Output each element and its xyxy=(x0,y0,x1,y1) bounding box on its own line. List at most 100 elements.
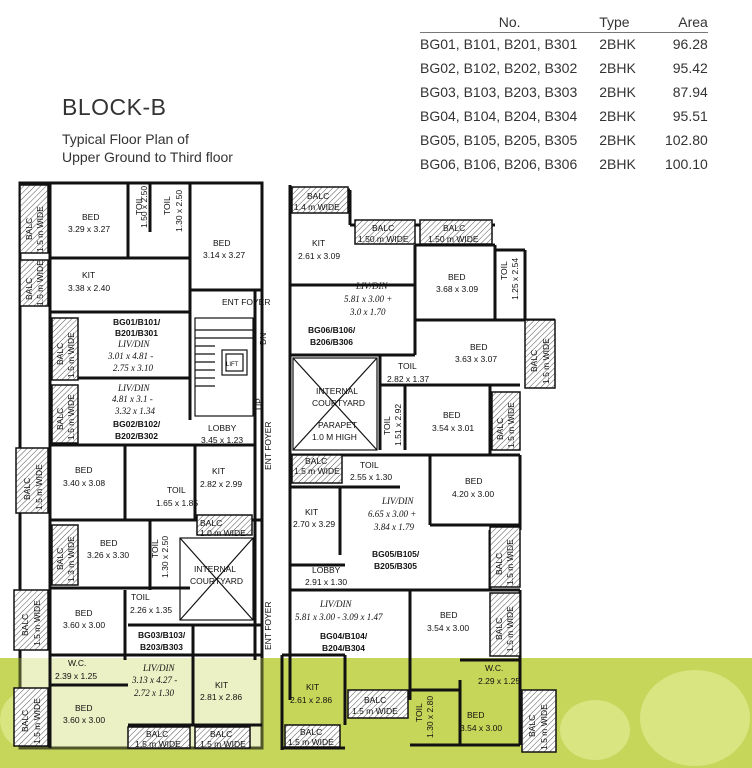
balcony-width: 1.5 m WIDE xyxy=(200,739,246,749)
balcony-label: BALC xyxy=(364,695,386,705)
room-name: KIT xyxy=(215,680,228,690)
balcony-width: 1.50 m WIDE xyxy=(428,234,479,244)
room-dimension: 2.70 x 3.29 xyxy=(293,519,335,529)
balcony-width: 1.5 m WIDE xyxy=(541,338,551,384)
room-dimension: 1.30 x 2.50 xyxy=(174,190,184,232)
courtyard-label: INTERNAL xyxy=(194,564,236,574)
room-dimension: 2.91 x 1.30 xyxy=(305,577,347,587)
unit-type: 2BHK xyxy=(599,84,636,100)
room-name: TOIL xyxy=(414,703,424,722)
balcony-width: 1.0 m WIDE xyxy=(200,528,246,538)
room-dimension: 2.72 x 1.30 xyxy=(134,688,174,698)
balcony-label: BALC xyxy=(494,553,504,575)
room-name: BED xyxy=(75,703,92,713)
room-name: LIV/DIN xyxy=(355,281,388,291)
left-internal-courtyard xyxy=(179,537,254,621)
room-name: KIT xyxy=(305,507,318,517)
column-header-area: Area xyxy=(647,14,708,33)
room-dimension: 2.55 x 1.30 xyxy=(350,472,392,482)
left-balconies xyxy=(13,184,253,749)
courtyard-label: INTERNAL xyxy=(316,386,358,396)
stair-down-label: DN xyxy=(258,333,268,345)
unit-type: 2BHK xyxy=(599,108,636,124)
room-name: KIT xyxy=(82,270,95,280)
room-name: BED xyxy=(100,538,117,548)
room-dimension: 5.81 x 3.00 + xyxy=(344,294,392,304)
room-name: BED xyxy=(465,476,482,486)
block-title: BLOCK-B xyxy=(62,94,167,120)
stair-up-label: UP xyxy=(254,398,264,410)
room-dimension: 3.40 x 3.08 xyxy=(63,478,105,488)
unit-type: 2BHK xyxy=(599,36,636,52)
room-dimension: 3.14 x 3.27 xyxy=(203,250,245,260)
balcony-label: BALC xyxy=(494,618,504,640)
unit-type: 2BHK xyxy=(599,60,636,76)
room-dimension: 3.84 x 1.79 xyxy=(373,522,414,532)
unit-area: 95.51 xyxy=(672,108,708,124)
balcony-width: 1.5 m WIDE xyxy=(505,539,515,585)
balcony-label: BALC xyxy=(24,218,34,240)
room-dimension: 3.38 x 2.40 xyxy=(68,283,110,293)
unit-label: B204/B304 xyxy=(322,643,365,653)
room-dimension: 3.54 x 3.00 xyxy=(427,623,469,633)
subtitle-line-2: Upper Ground to Third floor xyxy=(62,149,233,165)
balcony-width: 1.5 m WIDE xyxy=(539,704,549,750)
unit-label: BG06/B106/ xyxy=(308,325,356,335)
balcony-width: 1.5 m WIDE xyxy=(294,466,340,476)
room-name: LOBBY xyxy=(312,565,341,575)
balcony-width: 1.5 m WIDE xyxy=(32,600,42,646)
room-name: BED xyxy=(213,238,230,248)
room-name: TOIL xyxy=(360,460,379,470)
lift-label: LIFT xyxy=(226,362,239,368)
unit-numbers: BG03, B103, B203, B303 xyxy=(420,84,578,100)
balcony-width: 1.3 m WIDE xyxy=(66,536,76,582)
flower-decoration xyxy=(640,670,750,766)
balcony-width: 1.50 m WIDE xyxy=(358,234,409,244)
room-name: BED xyxy=(75,608,92,618)
room-dimension: 1.25 x 2.54 xyxy=(510,258,520,300)
column-header-type: Type xyxy=(599,14,648,33)
unit-numbers: BG05, B105, B205, B305 xyxy=(420,132,578,148)
room-dimension: 3.32 x 1.34 xyxy=(114,406,155,416)
balcony-label: BALC xyxy=(55,548,65,570)
room-name: LIV/DIN xyxy=(142,663,175,673)
room-dimension: 3.63 x 3.07 xyxy=(455,354,497,364)
balcony-label: BALC xyxy=(527,715,537,737)
room-dimension: 5.81 x 3.00 - 3.09 x 1.47 xyxy=(295,612,383,622)
room-name: BED xyxy=(448,272,465,282)
room-dimension: 3.29 x 3.27 xyxy=(68,224,110,234)
room-name: KIT xyxy=(312,238,325,248)
room-name: ENT FOYER xyxy=(222,297,271,307)
room-dimension: 3.60 x 3.00 xyxy=(63,620,105,630)
room-name: LIV/DIN xyxy=(319,599,352,609)
balcony-width: 1.4 m WIDE xyxy=(294,202,340,212)
balcony-label: BALC xyxy=(24,278,34,300)
unit-numbers: BG02, B102, B202, B302 xyxy=(420,60,578,76)
unit-label: B202/B302 xyxy=(115,431,158,441)
room-name: TOIL xyxy=(150,539,160,558)
unit-label: B206/B306 xyxy=(310,337,353,347)
room-name: TOIL xyxy=(162,196,172,215)
unit-label: B201/B301 xyxy=(115,328,158,338)
room-name: BED xyxy=(82,212,99,222)
balcony-label: BALC xyxy=(20,710,30,732)
room-dimension: 2.26 x 1.35 xyxy=(130,605,172,615)
unit-label: BG04/B104/ xyxy=(320,631,368,641)
balcony-width: 1.5 m WIDE xyxy=(34,464,44,510)
column-header-no: No. xyxy=(420,14,600,33)
balcony-label: BALC xyxy=(55,408,65,430)
balcony-width: 1.5 m WIDE xyxy=(506,402,516,448)
unit-label: BG03/B103/ xyxy=(138,630,186,640)
room-name: ENT FOYER xyxy=(263,422,273,471)
unit-area: 96.28 xyxy=(672,36,708,52)
unit-label: B205/B305 xyxy=(374,561,417,571)
room-name: ENT FOYER xyxy=(263,602,273,651)
room-name: BED xyxy=(440,610,457,620)
room-dimension: 1.51 x 2.92 xyxy=(393,404,403,446)
flower-decoration xyxy=(560,700,630,760)
unit-label: BG01/B101/ xyxy=(113,317,161,327)
room-dimension: 3.45 x 1.23 xyxy=(201,435,243,445)
